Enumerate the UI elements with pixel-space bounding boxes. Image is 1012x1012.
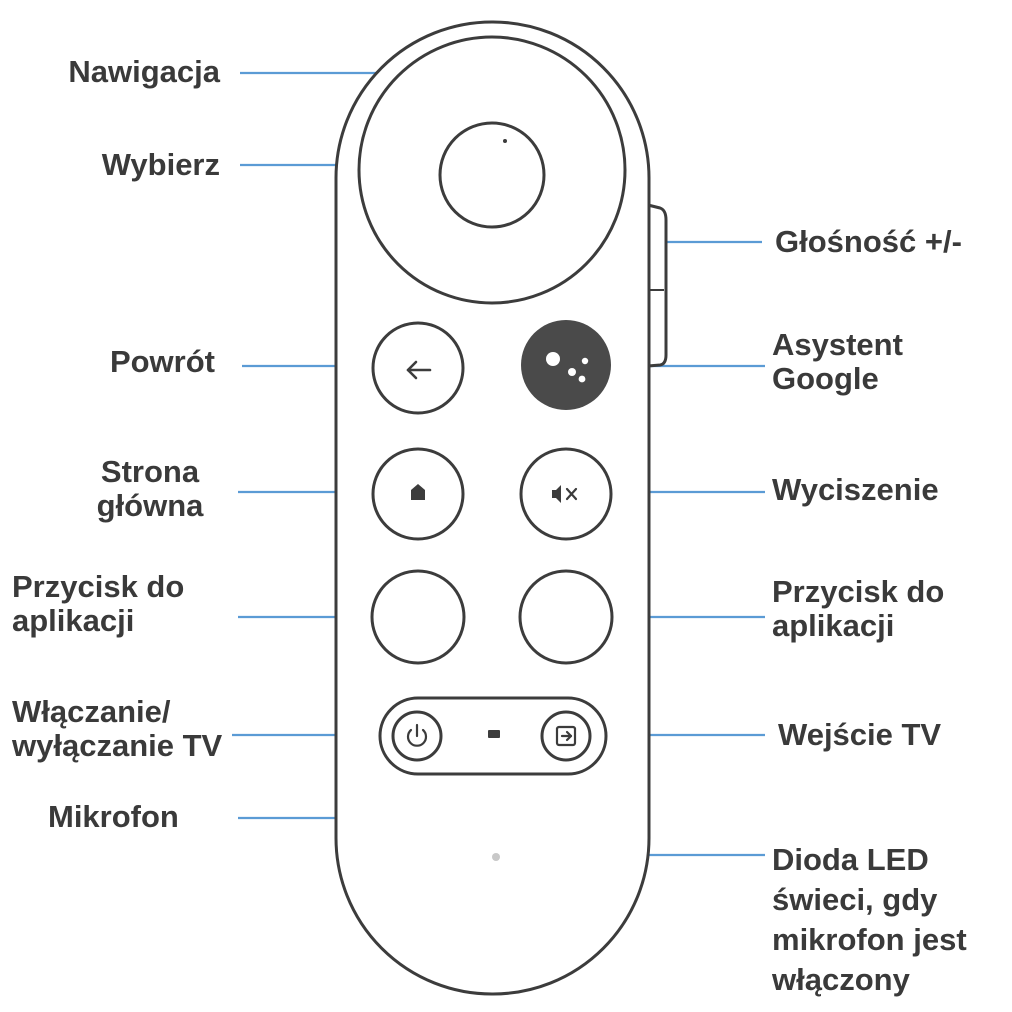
assistant-button[interactable] xyxy=(521,320,611,410)
app-button-left[interactable] xyxy=(370,569,466,665)
app-button-right[interactable] xyxy=(518,569,614,665)
power-icon xyxy=(406,723,428,747)
mute-button[interactable] xyxy=(519,447,613,541)
label-tv-power: Włączanie/ wyłączanie TV xyxy=(12,694,223,763)
label-mute: Wyciszenie xyxy=(772,472,939,507)
led-indicator xyxy=(492,853,500,861)
assistant-button-disc xyxy=(521,320,611,410)
label-home: Strona główna xyxy=(96,454,204,523)
label-led: Dioda LED świeci, gdy mikrofon jest włąc… xyxy=(772,842,967,997)
label-assistant: Asystent Google xyxy=(772,327,903,396)
label-back: Powrót xyxy=(109,344,215,379)
arrow-left-icon xyxy=(406,360,432,380)
home-button[interactable] xyxy=(371,447,465,541)
tv-input-button[interactable] xyxy=(540,710,592,762)
label-app-button-right: Przycisk do aplikacji xyxy=(772,574,945,643)
power-button[interactable] xyxy=(391,710,443,762)
label-microphone: Mikrofon xyxy=(48,799,179,834)
select-button[interactable] xyxy=(438,121,546,229)
google-assistant-icon xyxy=(546,352,589,383)
microphone-hole xyxy=(488,730,500,738)
label-navigation: Nawigacja xyxy=(68,54,220,89)
home-icon xyxy=(411,484,425,500)
volume-rocker[interactable] xyxy=(647,203,668,368)
label-select: Wybierz xyxy=(101,147,220,182)
label-tv-input: Wejście TV xyxy=(778,717,942,752)
label-volume: Głośność +/- xyxy=(775,224,962,259)
select-dot xyxy=(503,139,507,143)
speaker-mute-icon xyxy=(552,485,578,503)
label-app-button-left: Przycisk do aplikacji xyxy=(12,569,185,638)
tv-input-icon xyxy=(555,725,577,747)
back-button[interactable] xyxy=(371,321,465,415)
